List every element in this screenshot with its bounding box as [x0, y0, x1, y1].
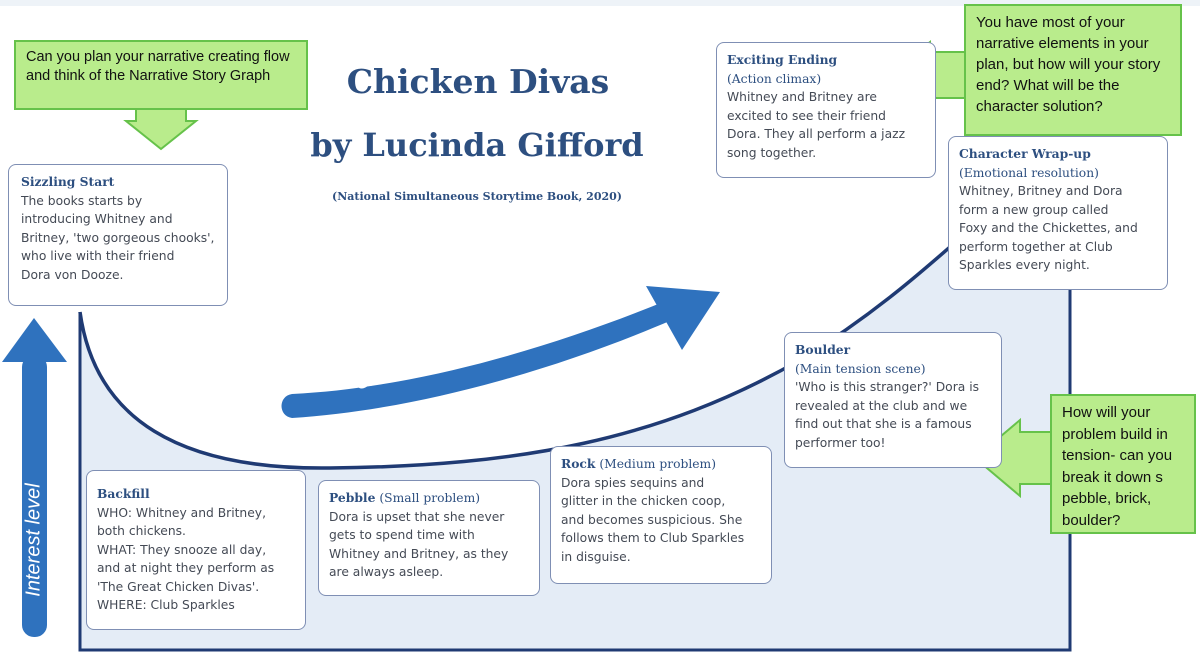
card-line: find out that she is a famous — [795, 417, 972, 431]
card-line: excited to see their friend — [727, 108, 886, 123]
card-line: in disguise. — [561, 549, 631, 564]
card-line: Foxy and the Chickettes, and — [959, 221, 1138, 235]
card-title: Backfill — [97, 486, 150, 501]
card-subtitle: (Action climax) — [727, 71, 822, 86]
ending-callout-text: You have most of your narrative elements… — [976, 14, 1161, 115]
tension-callout-text: How will your problem build in tension- … — [1062, 404, 1173, 529]
card-line: Britney, 'two gorgeous chooks', — [21, 230, 215, 245]
card-line: and becomes suspicious. She — [561, 512, 743, 527]
plan-callout-text: Can you plan your narrative creating flo… — [26, 49, 290, 84]
card-subtitle: (Main tension scene) — [795, 361, 926, 376]
card-backfill: Backfill WHO: Whitney and Britney, both … — [86, 470, 306, 630]
tension-callout: How will your problem build in tension- … — [1050, 394, 1196, 534]
card-character-wrapup: Character Wrap-up (Emotional resolution)… — [948, 136, 1168, 290]
book-note: (National Simultaneous Storytime Book, 2… — [332, 190, 622, 203]
card-line: are always asleep. — [329, 565, 444, 579]
card-line: WHAT: They snooze all day, — [97, 542, 267, 557]
card-line: perform together at Club — [959, 239, 1113, 254]
card-line: WHO: Whitney and Britney, — [97, 505, 266, 520]
card-line: who live with their friend — [21, 249, 175, 263]
card-line: Whitney and Britney are — [727, 90, 877, 104]
card-line: 'The Great Chicken Divas'. — [97, 579, 260, 594]
card-line: Sparkles every night. — [959, 258, 1090, 272]
card-subtitle: (Small problem) — [379, 491, 481, 505]
card-line: Dora is upset that she never — [329, 509, 505, 524]
card-exciting-ending: Exciting Ending (Action climax) Whitney … — [716, 42, 936, 178]
card-line: Whitney, Britney and Dora — [959, 184, 1123, 198]
card-line: glitter in the chicken coop, — [561, 494, 726, 508]
top-strip — [0, 0, 1200, 6]
plan-callout: Can you plan your narrative creating flo… — [14, 40, 308, 110]
card-line: The books starts by — [21, 193, 143, 208]
card-line: both chickens. — [97, 524, 186, 538]
card-title: Character Wrap-up — [959, 146, 1091, 161]
card-title: Pebble — [329, 490, 376, 505]
interest-level-label: Interest level — [22, 483, 45, 597]
card-line: 'Who is this stranger?' Dora is — [795, 380, 980, 394]
card-title: Exciting Ending — [727, 52, 838, 67]
card-line: performer too! — [795, 435, 886, 450]
card-title: Sizzling Start — [21, 174, 115, 189]
card-subtitle: (Medium problem) — [599, 457, 717, 471]
card-line: Whitney and Britney, as they — [329, 546, 509, 561]
narrative-curve — [78, 148, 1071, 470]
card-title: Rock — [561, 456, 596, 471]
tension-callout-arrow — [973, 417, 1053, 499]
card-subtitle: (Emotional resolution) — [959, 165, 1099, 180]
card-rock: Rock (Medium problem) Dora spies sequins… — [550, 446, 772, 584]
plan-callout-arrow — [123, 107, 199, 151]
card-line: Dora von Dooze. — [21, 267, 124, 282]
tension-arrow — [281, 286, 720, 418]
card-line: gets to spend time with — [329, 528, 475, 542]
card-line: and at night they perform as — [97, 561, 275, 575]
ending-callout: You have most of your narrative elements… — [964, 4, 1182, 136]
card-line: Dora. They all perform a jazz — [727, 127, 906, 141]
card-line: WHERE: Club Sparkles — [97, 598, 235, 612]
card-line: Dora spies sequins and — [561, 475, 705, 490]
book-title: Chicken Divas — [346, 62, 610, 101]
card-line: form a new group called — [959, 202, 1109, 217]
card-title: Boulder — [795, 342, 851, 357]
interest-level-arrow — [2, 318, 67, 637]
book-author: by Lucinda Gifford — [310, 126, 644, 164]
card-pebble: Pebble (Small problem) Dora is upset tha… — [318, 480, 540, 596]
card-boulder: Boulder (Main tension scene) 'Who is thi… — [784, 332, 1002, 468]
card-line: revealed at the club and we — [795, 398, 968, 413]
card-line: introducing Whitney and — [21, 212, 173, 226]
card-line: follows them to Club Sparkles — [561, 531, 745, 545]
card-sizzling-start: Sizzling Start The books starts by intro… — [8, 164, 228, 306]
card-line: song together. — [727, 145, 817, 160]
